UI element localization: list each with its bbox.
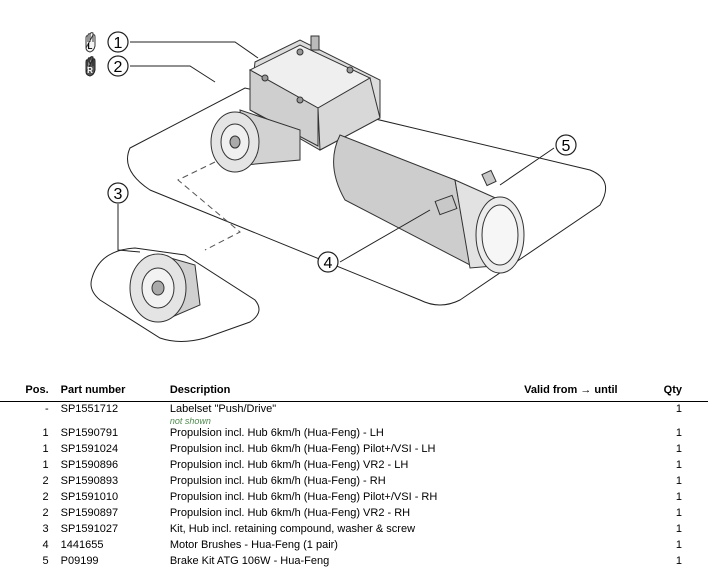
row-pos: 1 — [42, 427, 49, 439]
header-pos: Pos. — [25, 384, 49, 396]
hub-part — [129, 253, 201, 323]
assembly-outline — [127, 87, 607, 306]
row-valid — [524, 442, 649, 458]
table-row: 1 SP1591024 Propulsion incl. Hub 6km/h (… — [0, 442, 708, 458]
callout-5-label: 5 — [562, 138, 571, 155]
row-valid — [524, 506, 649, 522]
table-row: 5 P09199 Brake Kit ATG 106W - Hua-Feng 1 — [0, 554, 708, 570]
row-part-number: 1441655 — [60, 539, 104, 551]
table-row: 3 SP1591027 Kit, Hub incl. retaining com… — [0, 522, 708, 538]
row-qty: 1 — [675, 403, 682, 415]
table-row: 2 SP1590897 Propulsion incl. Hub 6km/h (… — [0, 506, 708, 522]
callout-1-label: 1 — [114, 35, 123, 52]
row-part-number: SP1591027 — [60, 523, 119, 535]
row-valid — [524, 554, 649, 570]
exploded-parts-diagram: L R 1 2 3 4 5 — [85, 31, 607, 342]
row-part-number: SP1590896 — [60, 459, 119, 471]
alignment-dashes — [177, 161, 241, 251]
table-row: 1 SP1590791 Propulsion incl. Hub 6km/h (… — [0, 426, 708, 442]
row-valid — [524, 474, 649, 490]
callout-2-label: 2 — [114, 59, 123, 76]
hand-right-icon: R — [85, 56, 96, 77]
row-qty: 1 — [675, 539, 682, 551]
row-qty: 1 — [675, 443, 682, 455]
row-qty: 1 — [675, 491, 682, 503]
row-description: Propulsion incl. Hub 6km/h (Hua-Feng) VR… — [169, 459, 409, 471]
row-pos: 1 — [42, 443, 49, 455]
header-description: Description — [169, 384, 231, 396]
row-part-number: SP1591010 — [60, 491, 119, 503]
callout-3: 3 — [107, 182, 129, 204]
row-qty: 1 — [675, 523, 682, 535]
row-valid — [524, 490, 649, 506]
table-row: 2 SP1591010 Propulsion incl. Hub 6km/h (… — [0, 490, 708, 506]
callout-1: 1 — [107, 31, 129, 53]
row-pos: 3 — [42, 523, 49, 535]
row-description: Propulsion incl. Hub 6km/h (Hua-Feng) Pi… — [169, 491, 438, 503]
row-qty: 1 — [675, 507, 682, 519]
callout-4-label: 4 — [324, 255, 333, 272]
row-part-number: SP1591024 — [60, 443, 119, 455]
row-description: Propulsion incl. Hub 6km/h (Hua-Feng) VR… — [169, 507, 411, 519]
row-description-cell: Labelset "Push/Drive" not shown — [169, 402, 524, 426]
row-valid — [524, 538, 649, 554]
hand-right-mark: R — [87, 66, 93, 75]
row-note: not shown — [169, 416, 211, 426]
row-valid — [524, 522, 649, 538]
row-valid — [524, 426, 649, 442]
row-part-number: SP1590897 — [60, 507, 119, 519]
row-description: Propulsion incl. Hub 6km/h (Hua-Feng) - … — [169, 475, 386, 487]
row-description: Brake Kit ATG 106W - Hua-Feng — [169, 555, 330, 567]
row-part-number: P09199 — [60, 555, 99, 567]
hand-left-mark: L — [88, 42, 93, 51]
gearbox — [248, 35, 381, 151]
callout-2: 2 — [107, 55, 129, 77]
row-valid — [524, 402, 649, 427]
row-pos: 2 — [42, 507, 49, 519]
motor-cylinder — [333, 134, 525, 274]
table-row: - SP1551712 Labelset "Push/Drive" not sh… — [0, 402, 708, 427]
row-description: Propulsion incl. Hub 6km/h (Hua-Feng) - … — [169, 427, 384, 439]
callout-3-label: 3 — [114, 186, 123, 203]
row-qty: 1 — [675, 459, 682, 471]
row-pos: 2 — [42, 475, 49, 487]
row-qty: 1 — [675, 555, 682, 567]
row-pos: 4 — [42, 539, 49, 551]
row-description: Labelset "Push/Drive" — [169, 403, 277, 415]
leader-lines — [117, 41, 555, 263]
hand-left-icon: L — [85, 32, 96, 53]
row-qty: 1 — [675, 427, 682, 439]
table-row: 1 SP1590896 Propulsion incl. Hub 6km/h (… — [0, 458, 708, 474]
row-pos: 2 — [42, 491, 49, 503]
callout-5: 5 — [555, 134, 577, 156]
row-qty: 1 — [675, 475, 682, 487]
table-row: 2 SP1590893 Propulsion incl. Hub 6km/h (… — [0, 474, 708, 490]
row-description: Propulsion incl. Hub 6km/h (Hua-Feng) Pi… — [169, 443, 436, 455]
row-pos: - — [44, 403, 49, 415]
motor-flange — [210, 109, 301, 173]
table-row: 4 1441655 Motor Brushes - Hua-Feng (1 pa… — [0, 538, 708, 554]
row-valid — [524, 458, 649, 474]
parts-table: Pos. Part number Description Valid from … — [0, 382, 708, 570]
row-part-number: SP1590791 — [60, 427, 119, 439]
header-qty: Qty — [663, 384, 682, 396]
row-description: Kit, Hub incl. retaining compound, washe… — [169, 523, 416, 535]
row-part-number: SP1551712 — [60, 403, 119, 415]
header-part-number: Part number — [60, 384, 126, 396]
row-part-number: SP1590893 — [60, 475, 119, 487]
table-header-row: Pos. Part number Description Valid from … — [0, 382, 708, 402]
callout-4: 4 — [317, 251, 339, 273]
row-pos: 5 — [42, 555, 49, 567]
header-valid-from-until: Valid from → until — [524, 384, 618, 396]
row-description: Motor Brushes - Hua-Feng (1 pair) — [169, 539, 338, 551]
row-pos: 1 — [42, 459, 49, 471]
